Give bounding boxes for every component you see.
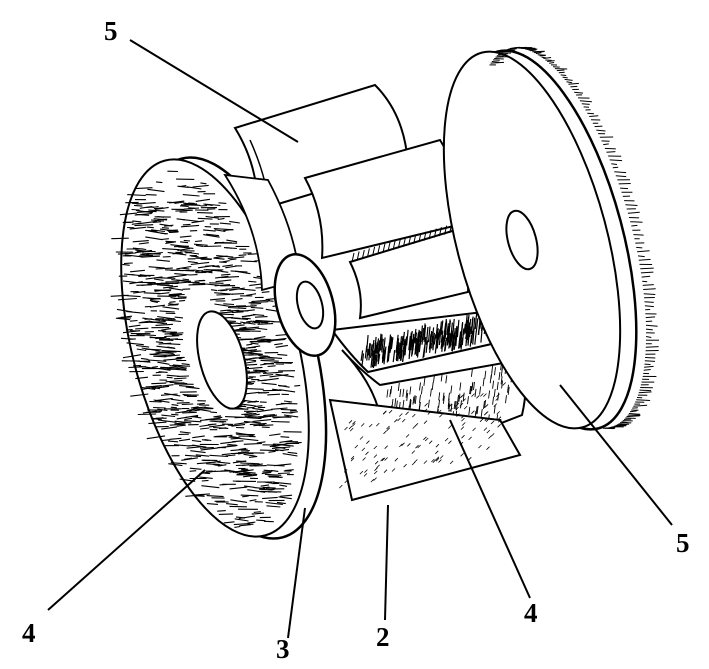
label-4-left: 4 xyxy=(22,620,36,647)
label-2: 2 xyxy=(376,624,390,651)
label-4-bottom: 4 xyxy=(524,600,538,627)
label-3: 3 xyxy=(276,636,290,663)
label-5-top: 5 xyxy=(104,18,118,45)
label-5-right: 5 xyxy=(676,530,690,557)
leader-2 xyxy=(385,505,388,620)
leader-4-left xyxy=(48,470,205,610)
leader-5-top xyxy=(130,40,298,142)
